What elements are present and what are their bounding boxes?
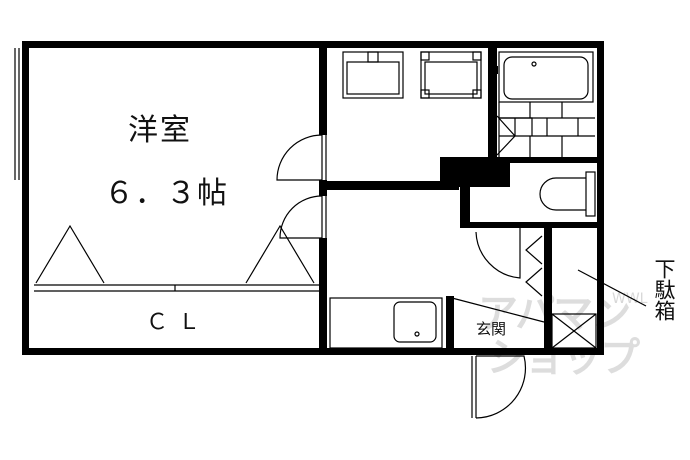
door-toilet [475, 226, 521, 279]
bath-door [496, 115, 516, 156]
bathtub [498, 51, 594, 103]
kitchen-counter [329, 297, 443, 349]
closet-door-right [245, 224, 315, 284]
toilet [539, 171, 596, 217]
washing-machine [342, 51, 404, 99]
window [14, 48, 20, 180]
cabinet-doors [525, 235, 543, 297]
closet-door-left [35, 224, 105, 284]
shoe-box-label: 下駄箱 [652, 258, 676, 321]
watermark-line-2: ショップ [486, 335, 640, 381]
entrance-label: 玄関 [476, 320, 507, 338]
bath-floor-tiles [498, 102, 595, 157]
walls [22, 41, 604, 355]
room-size: ６．３帖 [104, 176, 228, 211]
door-entrance [471, 355, 527, 419]
closet-label: ＣＬ [146, 310, 211, 335]
shoe-box-leader [577, 269, 647, 307]
watermark: アパマン ショップ [478, 292, 640, 381]
wash-basin [420, 51, 482, 99]
door-swing-lower [279, 195, 327, 239]
entrance-step [451, 297, 545, 323]
door-swing-upper [276, 134, 327, 181]
closet-rail [34, 284, 322, 292]
room-name: 洋室 [128, 113, 192, 148]
shoe-box-cross [551, 313, 597, 349]
